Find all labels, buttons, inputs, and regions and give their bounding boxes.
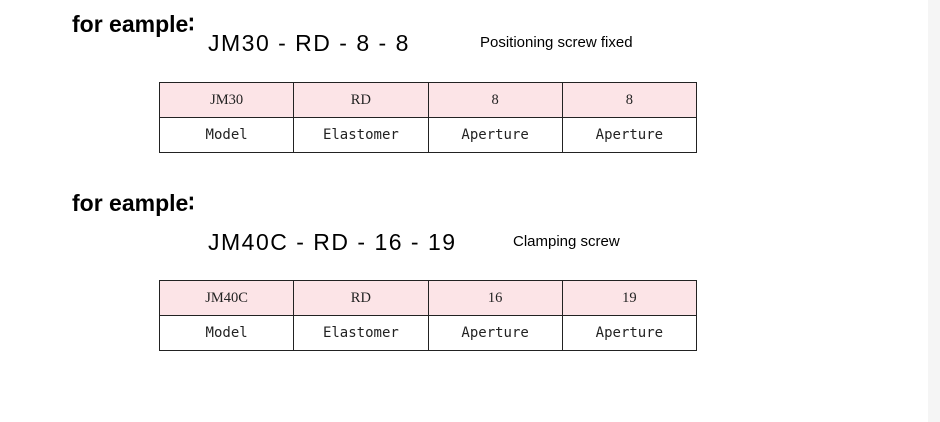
table-row-values: JM40C RD 16 19 — [158, 280, 698, 316]
example-2-table: JM40C RD 16 19 Model Elastomer Aperture … — [158, 280, 698, 351]
example-2-note: Clamping screw — [513, 233, 620, 250]
aperture-value-cell: 16 — [427, 280, 563, 316]
model-label-cell: Model — [158, 315, 295, 351]
aperture-value-cell: 19 — [561, 280, 698, 316]
model-value-cell: JM40C — [158, 280, 295, 316]
elastomer-value-cell: RD — [293, 280, 429, 316]
model-label-cell: Model — [158, 117, 295, 153]
aperture-value-cell: 8 — [561, 82, 698, 118]
example-2-heading: for eample∶ — [72, 190, 195, 216]
aperture-label-cell: Aperture — [427, 315, 563, 351]
aperture-value-cell: 8 — [427, 82, 563, 118]
elastomer-value-cell: RD — [293, 82, 429, 118]
table-row-values: JM30 RD 8 8 — [158, 82, 698, 118]
aperture-label-cell: Aperture — [561, 315, 698, 351]
example-1-heading: for eample∶ — [72, 11, 195, 37]
model-value-cell: JM30 — [158, 82, 295, 118]
elastomer-label-cell: Elastomer — [293, 315, 429, 351]
aperture-label-cell: Aperture — [427, 117, 563, 153]
table-row-labels: Model Elastomer Aperture Aperture — [158, 117, 698, 153]
table-row-labels: Model Elastomer Aperture Aperture — [158, 315, 698, 351]
example-2-code: JM40C - RD - 16 - 19 — [208, 229, 457, 255]
example-1-note: Positioning screw fixed — [480, 34, 633, 51]
example-1-code: JM30 - RD - 8 - 8 — [208, 30, 410, 56]
example-1-table: JM30 RD 8 8 Model Elastomer Aperture Ape… — [158, 82, 698, 153]
right-edge-strip — [928, 0, 940, 422]
elastomer-label-cell: Elastomer — [293, 117, 429, 153]
aperture-label-cell: Aperture — [561, 117, 698, 153]
